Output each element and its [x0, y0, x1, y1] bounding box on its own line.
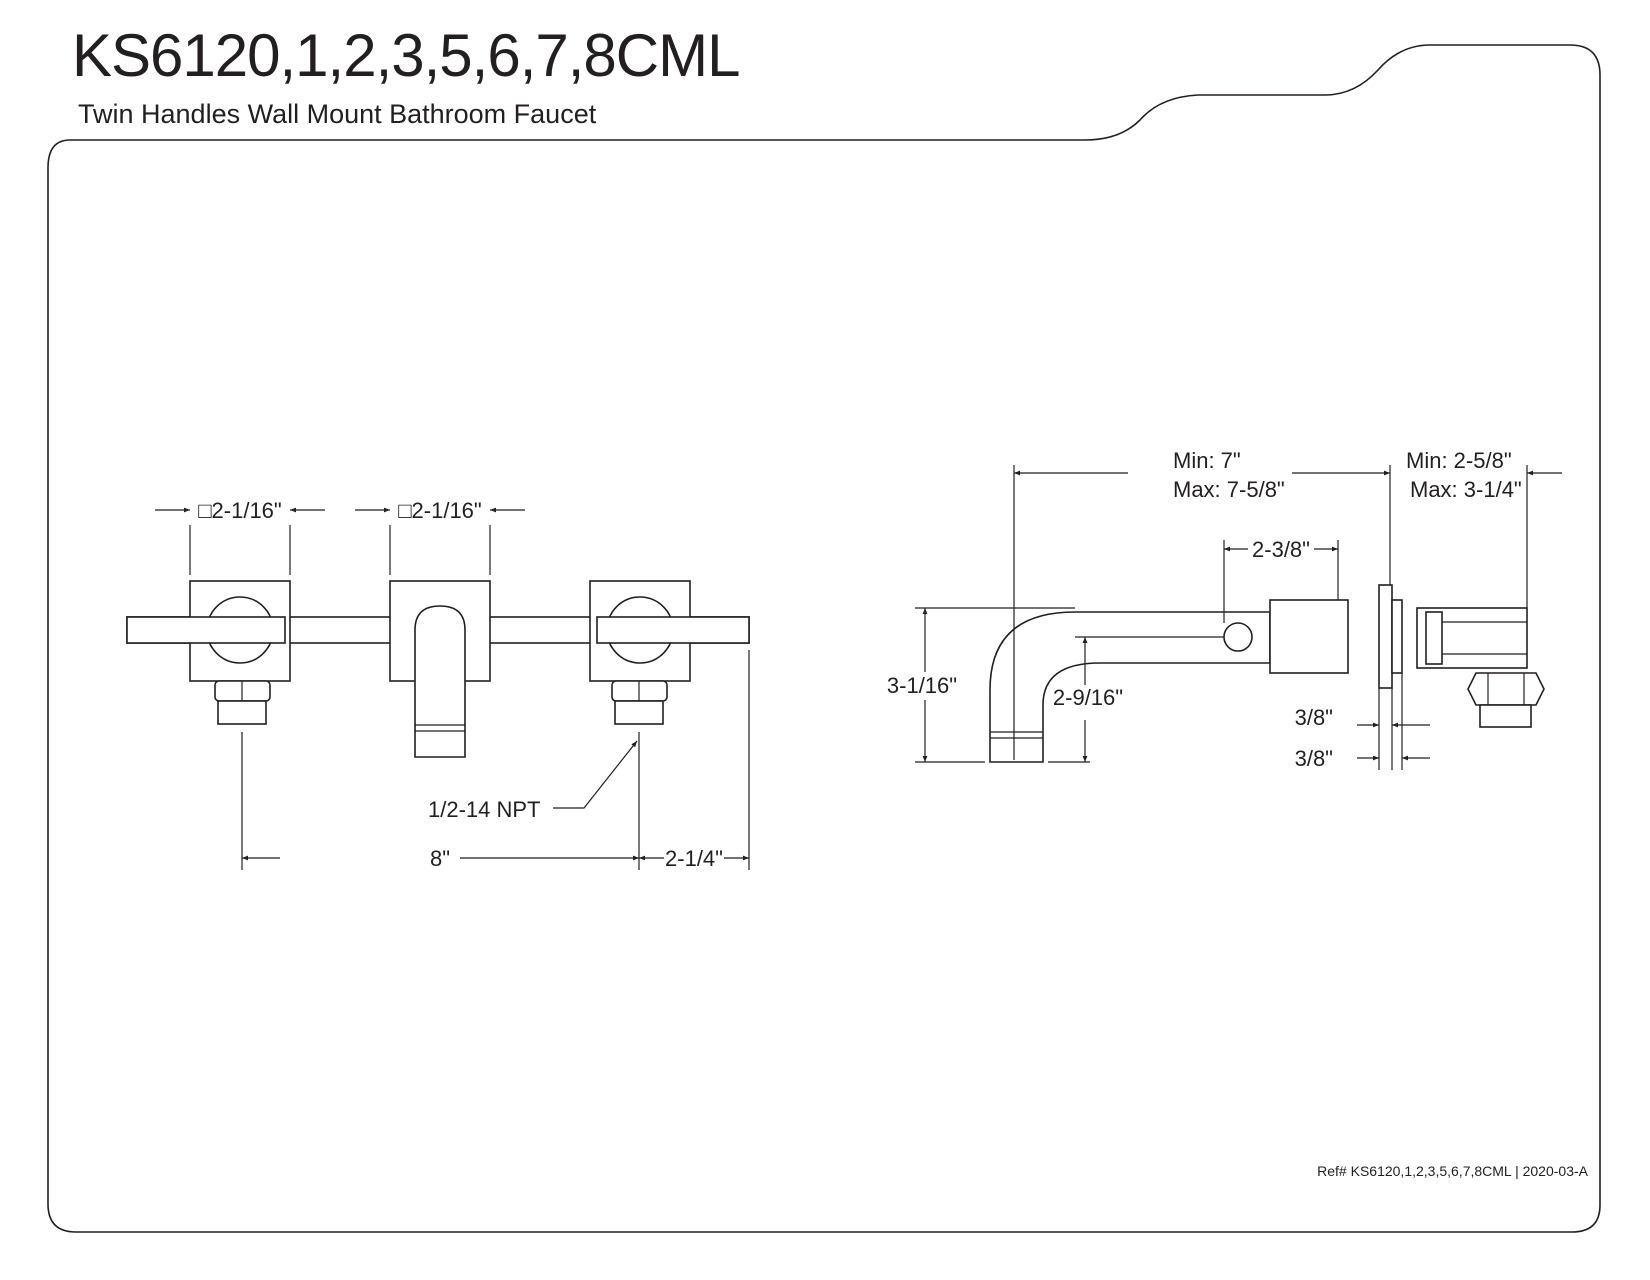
side-flange	[1378, 584, 1393, 689]
front-view	[126, 507, 750, 870]
page-title: KS6120,1,2,3,5,6,7,8CML	[72, 22, 740, 89]
front-handle-width-right: □2-1/16"	[398, 498, 481, 523]
reference-footer: Ref# KS6120,1,2,3,5,6,7,8CML | 2020-03-A	[1317, 1163, 1588, 1179]
spout-side	[989, 611, 1271, 763]
side-depth-min: Min: 2-5/8"	[1406, 448, 1512, 473]
side-outlet-height: 2-9/16"	[1053, 685, 1123, 710]
side-handle-offset: 2-3/8"	[1252, 537, 1310, 562]
front-connection-label: 1/2-14 NPT	[428, 797, 541, 822]
side-valve-body	[1269, 599, 1349, 674]
spout-front	[414, 605, 466, 758]
front-handle-width-left: □2-1/16"	[198, 498, 281, 523]
side-hex-nut	[1467, 672, 1545, 728]
right-valve-nut	[611, 680, 668, 725]
side-handle-hub	[1223, 622, 1253, 652]
front-overhang: 2-1/4"	[665, 846, 723, 871]
left-valve-nut	[214, 680, 271, 725]
side-reach-max: Max: 7-5/8"	[1173, 477, 1285, 502]
right-handle-lever	[596, 616, 750, 644]
side-flange-thickness-2: 3/8"	[1295, 746, 1333, 771]
left-handle-lever	[126, 616, 286, 644]
page-subtitle: Twin Handles Wall Mount Bathroom Faucet	[78, 99, 597, 129]
side-view	[915, 465, 1562, 770]
side-spout-height: 3-1/16"	[887, 673, 957, 698]
side-flange-thickness-1: 3/8"	[1295, 705, 1333, 730]
side-depth-max: Max: 3-1/4"	[1410, 477, 1522, 502]
front-center-spacing: 8"	[430, 846, 450, 871]
sheet-border	[47, 44, 1601, 1233]
side-reach-min: Min: 7"	[1173, 448, 1241, 473]
